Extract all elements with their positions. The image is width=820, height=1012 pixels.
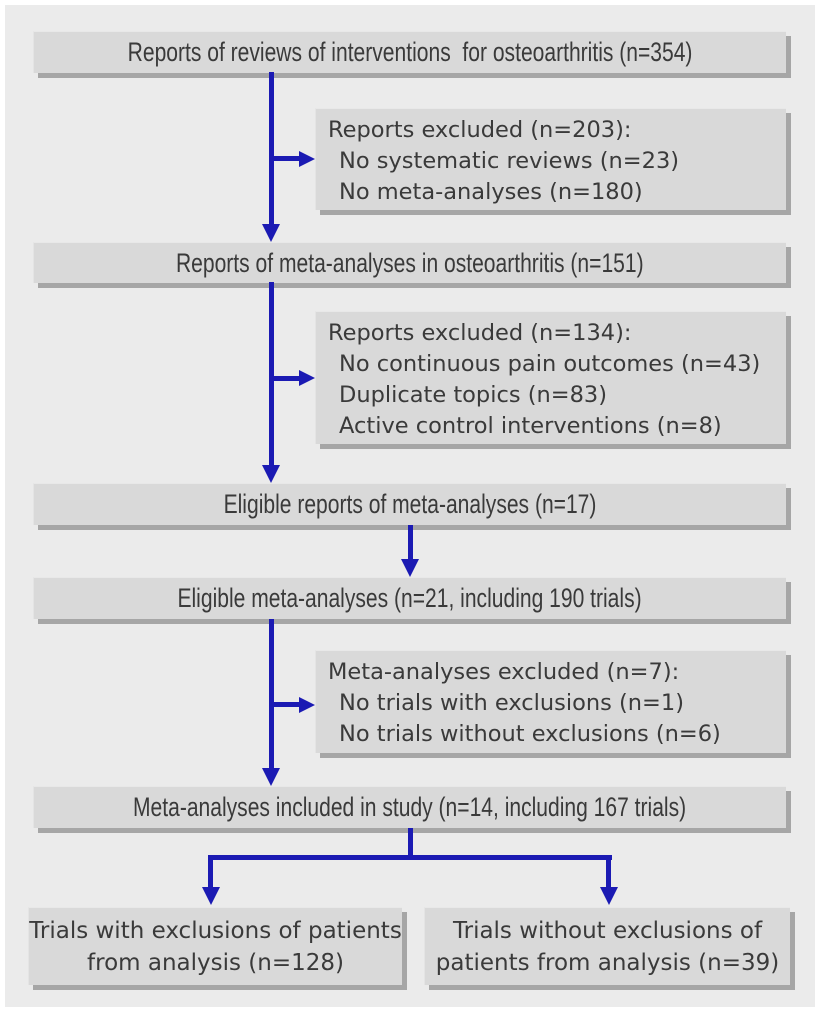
arrow-down-icon bbox=[262, 465, 280, 483]
exclusion-item: No systematic reviews (n=23) bbox=[339, 148, 680, 174]
arrow-down-icon bbox=[202, 887, 220, 905]
node-included-meta-analyses: Meta-analyses included in study (n=14, i… bbox=[33, 786, 786, 828]
node-eligible-meta-analyses: Eligible meta-analyses (n=21, including … bbox=[33, 577, 786, 619]
node-trials-without-exclusions: Trials without exclusions of patients fr… bbox=[424, 907, 790, 985]
exclusion-item: No trials without exclusions (n=6) bbox=[339, 721, 721, 747]
node-reports-meta-analyses: Reports of meta-analyses in osteoarthrit… bbox=[33, 242, 786, 283]
arrow-right-icon bbox=[299, 697, 315, 713]
exclusion-item: Active control interventions (n=8) bbox=[339, 413, 722, 439]
exclusion-item: Duplicate topics (n=83) bbox=[339, 382, 608, 408]
node-reports-excluded-203: Reports excluded (n=203): No systematic … bbox=[315, 108, 786, 210]
arrow-line bbox=[606, 855, 611, 889]
arrow-line bbox=[269, 702, 299, 707]
exclusion-item: No trials with exclusions (n=1) bbox=[339, 690, 684, 716]
exclusion-item: No meta-analyses (n=180) bbox=[339, 179, 643, 205]
arrow-down-icon bbox=[600, 887, 618, 905]
arrow-down-icon bbox=[262, 768, 280, 786]
arrow-line bbox=[269, 72, 274, 224]
arrow-line bbox=[269, 376, 299, 381]
node-label: Eligible reports of meta-analyses (n=17) bbox=[223, 489, 597, 519]
exclusion-title: Meta-analyses excluded (n=7): bbox=[328, 659, 680, 685]
exclusion-title: Reports excluded (n=203): bbox=[328, 117, 632, 143]
exclusion-item: No continuous pain outcomes (n=43) bbox=[339, 351, 761, 377]
exclusion-title: Reports excluded (n=134): bbox=[328, 320, 632, 346]
arrow-right-icon bbox=[299, 370, 315, 386]
arrow-line bbox=[208, 855, 213, 889]
node-reports-excluded-134: Reports excluded (n=134): No continuous … bbox=[315, 311, 786, 444]
arrow-down-icon bbox=[262, 224, 280, 242]
node-label: Trials with exclusions of patients from … bbox=[29, 917, 402, 976]
arrow-line bbox=[408, 828, 413, 858]
node-reports-of-reviews: Reports of reviews of interventions for … bbox=[33, 31, 786, 73]
arrow-line bbox=[269, 619, 274, 770]
node-label: Reports of reviews of interventions for … bbox=[127, 37, 693, 67]
arrow-line bbox=[269, 156, 299, 161]
node-trials-with-exclusions: Trials with exclusions of patients from … bbox=[28, 907, 402, 985]
arrow-line bbox=[408, 525, 413, 561]
arrow-down-icon bbox=[401, 559, 419, 577]
node-label: Meta-analyses included in study (n=14, i… bbox=[133, 792, 687, 822]
node-label: Eligible meta-analyses (n=21, including … bbox=[177, 583, 643, 613]
node-label: Reports of meta-analyses in osteoarthrit… bbox=[176, 247, 644, 278]
node-label: Trials without exclusions of patients fr… bbox=[435, 917, 780, 976]
arrow-line bbox=[269, 282, 274, 465]
arrow-right-icon bbox=[299, 151, 315, 167]
node-meta-analyses-excluded: Meta-analyses excluded (n=7): No trials … bbox=[315, 650, 786, 753]
arrow-line bbox=[208, 855, 612, 860]
node-eligible-reports: Eligible reports of meta-analyses (n=17) bbox=[33, 483, 786, 525]
